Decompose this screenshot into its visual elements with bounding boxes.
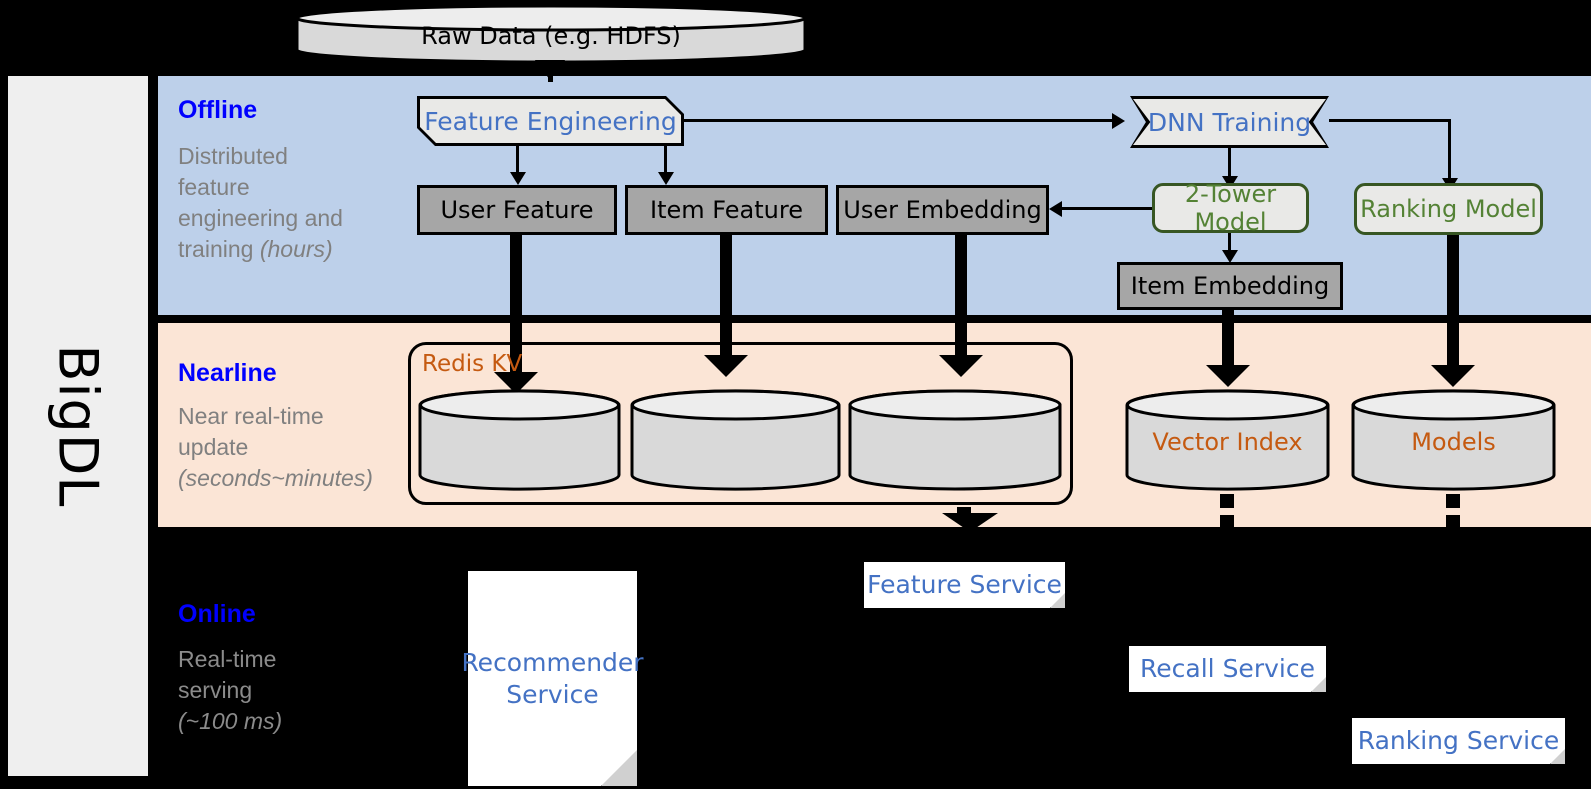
recommender-service-page: [468, 571, 637, 786]
connector-dnn-ranking-h: [1329, 119, 1451, 122]
user-embedding-node[interactable]: User Embedding: [836, 185, 1049, 235]
raw-data-store: Raw Data (e.g. HDFS): [295, 4, 807, 64]
two-tower-model-label: 2-Tower Model: [1184, 180, 1277, 236]
pipe-userfeature-store: [510, 235, 522, 387]
arrowhead-fe-itemfeature: [658, 172, 674, 185]
arrowhead-userembedding-store: [939, 355, 983, 377]
dash-vectorindex-1: [1220, 494, 1234, 508]
arrowhead-twotower-userembedding: [1049, 201, 1062, 217]
arrowhead-redis-featureservice: [942, 513, 998, 532]
redis-kv-container: [408, 342, 1073, 505]
connector-fe-userfeature: [516, 146, 519, 174]
dnn-training-label: DNN Training: [1133, 99, 1326, 145]
online-title: Online: [178, 600, 256, 628]
recall-service-node[interactable]: Recall Service: [1129, 646, 1326, 692]
recall-service-page: [1129, 646, 1326, 692]
redis-store-1[interactable]: [417, 388, 622, 492]
dash-vectorindex-2: [1220, 515, 1234, 529]
pipe-rankingmodel-models: [1447, 235, 1459, 378]
arrowhead-itemfeature-store: [704, 355, 748, 377]
item-embedding-node[interactable]: Item Embedding: [1117, 262, 1343, 310]
redis-store-2[interactable]: [629, 388, 842, 492]
bigdl-framework-panel: BigDL: [8, 76, 148, 776]
recommender-service-node[interactable]: Recommender Service: [461, 571, 644, 786]
dash-models-1: [1446, 494, 1460, 508]
dash-models-2: [1446, 515, 1460, 529]
item-embedding-label: Item Embedding: [1130, 272, 1330, 300]
redis-store-3[interactable]: [847, 388, 1063, 492]
redis-kv-label: Redis KV: [422, 351, 523, 377]
arrowhead-itemembedding-vectorindex: [1206, 365, 1250, 387]
models-store[interactable]: Models: [1350, 388, 1557, 492]
pipe-userembedding-store: [955, 235, 967, 368]
ranking-service-node[interactable]: Ranking Service: [1352, 718, 1565, 764]
connector-twotower-itemembedding: [1228, 233, 1231, 255]
feature-engineering-label: Feature Engineering: [420, 99, 681, 143]
user-feature-node[interactable]: User Feature: [417, 185, 617, 235]
user-embedding-label: User Embedding: [843, 196, 1042, 224]
offline-title: Offline: [178, 96, 258, 124]
two-tower-model-node[interactable]: 2-Tower Model: [1152, 180, 1309, 236]
models-label: Models: [1411, 428, 1496, 457]
ranking-model-label: Ranking Model: [1360, 195, 1537, 223]
arrowhead-userfeature-store: [494, 372, 538, 394]
connector-dnn-twotower: [1228, 148, 1231, 180]
item-feature-label: Item Feature: [650, 196, 803, 224]
user-feature-label: User Feature: [440, 196, 594, 224]
pipe-itemembedding-vectorindex: [1222, 310, 1234, 378]
arrowhead-rawdata-fe: [535, 60, 565, 80]
vector-index-store[interactable]: Vector Index: [1124, 388, 1331, 492]
feature-engineering-node[interactable]: Feature Engineering: [417, 96, 684, 146]
arrowhead-twotower-itemembedding: [1222, 250, 1238, 263]
connector-twotower-userembedding: [1060, 207, 1152, 210]
arrowhead-rankingmodel-models: [1431, 365, 1475, 387]
bigdl-label: BigDL: [46, 344, 110, 508]
dnn-training-node[interactable]: DNN Training: [1130, 96, 1329, 148]
item-feature-node[interactable]: Item Feature: [625, 185, 828, 235]
nearline-title: Nearline: [178, 359, 277, 387]
recall-service-label: Recall Service: [1140, 654, 1315, 683]
raw-data-label: Raw Data (e.g. HDFS): [421, 22, 681, 51]
ranking-model-node[interactable]: Ranking Model: [1354, 183, 1543, 235]
pipe-itemfeature-store: [720, 235, 732, 368]
feature-service-page: [864, 562, 1065, 608]
ranking-service-page: [1352, 718, 1565, 764]
recommender-service-label: Recommender Service: [461, 647, 644, 709]
connector-fe-dnn: [684, 119, 1113, 122]
vector-index-label: Vector Index: [1152, 428, 1303, 457]
ranking-service-label: Ranking Service: [1357, 726, 1560, 755]
connector-fe-itemfeature: [664, 146, 667, 174]
arrowhead-fe-dnn: [1112, 113, 1125, 129]
feature-service-label: Feature Service: [867, 570, 1062, 599]
arrowhead-fe-userfeature: [510, 172, 526, 185]
connector-dnn-ranking-v: [1448, 119, 1451, 181]
feature-service-node[interactable]: Feature Service: [864, 562, 1065, 608]
